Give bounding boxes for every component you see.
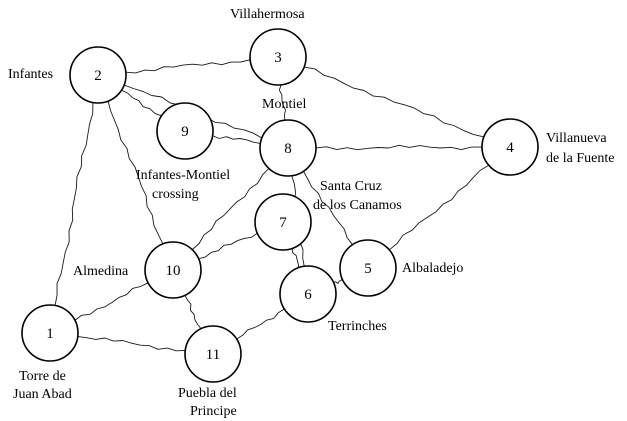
road-2-10 <box>107 100 164 245</box>
road-3-8 <box>278 84 286 121</box>
label-terrinches: Terrinches <box>328 319 387 334</box>
label-almedina: Almedina <box>73 264 129 279</box>
node-1: 1 <box>21 304 79 362</box>
node-9-number: 9 <box>181 124 189 140</box>
node-4-circle <box>481 118 539 176</box>
road-8-4 <box>315 144 482 151</box>
road-3-4 <box>304 66 485 138</box>
node-11: 11 <box>184 325 242 383</box>
label-santa-cruz-line1: Santa Cruz <box>320 179 382 194</box>
road-6-5 <box>333 278 343 284</box>
node-1-number: 1 <box>46 326 54 342</box>
road-4-5 <box>389 164 489 251</box>
road-9-8 <box>212 135 261 144</box>
label-puebla-line2: Principe <box>190 404 237 419</box>
node-11-number: 11 <box>206 347 220 363</box>
node-9-circle <box>156 102 214 160</box>
node-2: 2 <box>69 46 127 104</box>
road-10-11 <box>184 295 202 329</box>
node-7-number: 7 <box>279 215 287 231</box>
node-3: 3 <box>249 28 307 86</box>
label-torre-line2: Juan Abad <box>13 387 72 402</box>
label-santa-cruz-line2: de los Canamos <box>313 198 402 213</box>
node-8: 8 <box>259 119 317 177</box>
node-3-number: 3 <box>274 50 282 66</box>
label-infantes: Infantes <box>8 67 53 82</box>
label-crossing-line2: crossing <box>152 187 199 202</box>
label-puebla-line1: Puebla del <box>178 386 237 401</box>
road-8-10 <box>191 168 270 250</box>
place-labels: Villahermosa Infantes Montiel Villanueva… <box>8 7 614 419</box>
node-6-number: 6 <box>304 287 312 303</box>
node-5: 5 <box>339 239 397 297</box>
node-4-number: 4 <box>506 140 514 156</box>
node-1-circle <box>21 304 79 362</box>
node-6-circle <box>279 265 337 323</box>
node-8-circle <box>259 119 317 177</box>
node-2-number: 2 <box>94 68 102 84</box>
label-torre-line1: Torre de <box>19 369 66 384</box>
label-villanueva-line1: Villanueva <box>546 131 607 146</box>
road-6-11 <box>236 308 285 340</box>
node-10-number: 10 <box>166 263 181 279</box>
node-9: 9 <box>156 102 214 160</box>
node-4: 4 <box>481 118 539 176</box>
nodes-group: 1 2 3 4 5 6 7 8 9 10 11 <box>21 28 539 383</box>
road-1-11 <box>77 336 186 352</box>
road-2-9 <box>121 89 162 117</box>
node-8-number: 8 <box>284 141 292 157</box>
label-villahermosa: Villahermosa <box>230 7 305 22</box>
road-8-5 <box>303 171 353 245</box>
label-crossing-line1: Infantes-Montiel <box>136 168 230 183</box>
road-2-3 <box>125 59 251 74</box>
node-3-circle <box>249 28 307 86</box>
road-10-1 <box>74 282 149 321</box>
node-5-number: 5 <box>364 261 372 277</box>
road-7-6 <box>291 248 300 268</box>
label-montiel: Montiel <box>262 97 306 112</box>
node-10: 10 <box>144 241 202 299</box>
road-7-10 <box>198 232 258 260</box>
road-2-1 <box>54 102 94 306</box>
label-villanueva-line2: de la Fuente <box>546 151 614 166</box>
node-6: 6 <box>279 265 337 323</box>
node-7: 7 <box>254 193 312 251</box>
node-10-circle <box>144 241 202 299</box>
node-7-circle <box>254 193 312 251</box>
label-albaladejo: Albaladejo <box>402 261 463 276</box>
node-5-circle <box>339 239 397 297</box>
edges-group <box>54 59 489 352</box>
node-11-circle <box>184 325 242 383</box>
node-2-circle <box>69 46 127 104</box>
